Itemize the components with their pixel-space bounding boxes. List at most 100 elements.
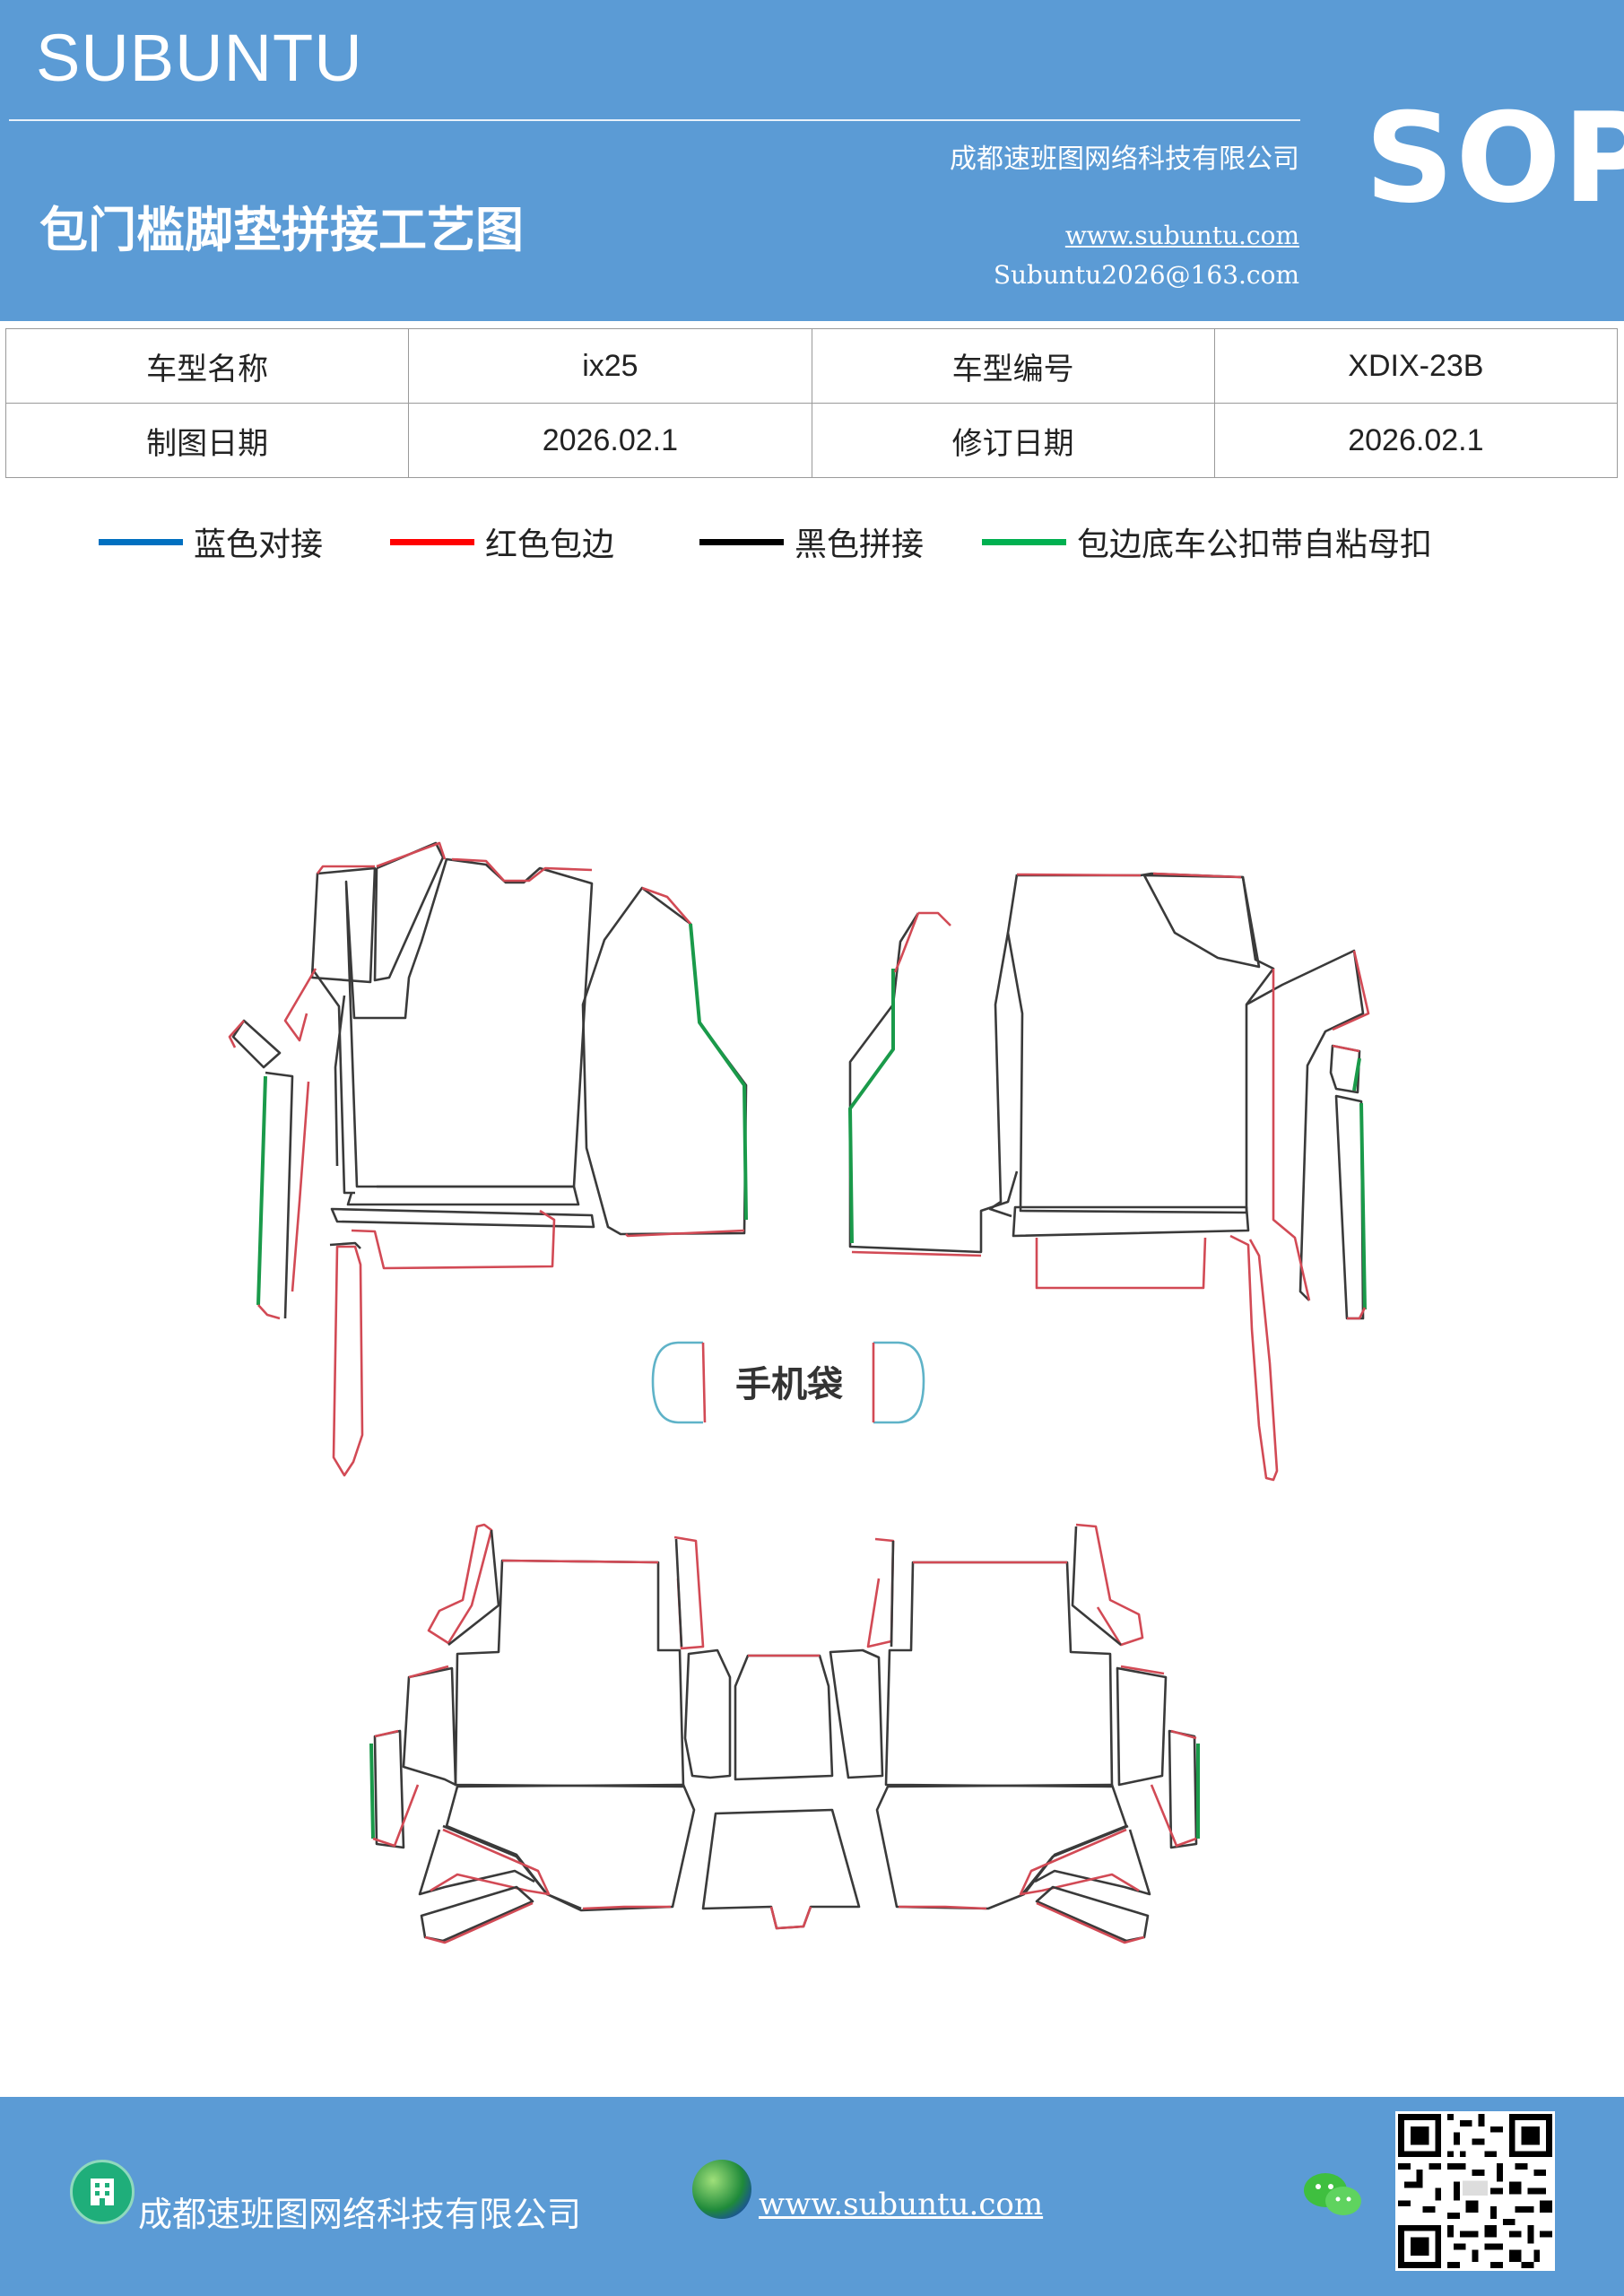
- header-website-link[interactable]: www.subuntu.com: [1064, 221, 1299, 250]
- front-left-lower-line: [329, 1241, 361, 1249]
- front-right-outer-flare: [848, 912, 1019, 1254]
- rear-left-side-strip: [373, 1729, 405, 1849]
- header: SUBUNTU 包门槛脚垫拼接工艺图 成都速班图网络科技有限公司 www.sub…: [0, 0, 1624, 321]
- rear-left-outboard: [402, 1666, 457, 1787]
- rear-right-corner-piece: [1075, 1523, 1144, 1647]
- front-left-edge: [316, 865, 375, 874]
- rear-right-side-strip: [1168, 1729, 1198, 1849]
- rear-center-right-strip: [829, 1648, 884, 1779]
- phone-pocket-label: 手机袋: [735, 1364, 843, 1405]
- qr-code[interactable]: [1395, 2111, 1555, 2271]
- front-left-edge: [451, 857, 593, 883]
- front-left-inner-line: [310, 968, 355, 1195]
- legend-item-red: 红色包边: [390, 518, 614, 565]
- front-left-side-edge: [283, 968, 317, 1042]
- rear-right-tray-edge: [899, 1905, 987, 1910]
- rear-right-main-panel: [884, 1561, 1114, 1788]
- header-email[interactable]: Subuntu2026@163.com: [993, 260, 1299, 290]
- phone-pocket-right: [873, 1341, 925, 1424]
- footer-company: 成都速班图网络科技有限公司: [138, 2195, 582, 2234]
- sop-badge: SOP: [1365, 86, 1624, 230]
- rear-right-low-piece: [1035, 1885, 1150, 1943]
- brand-logo: SUBUNTU: [36, 21, 363, 95]
- legend-label: 包边底车公扣带自粘母扣: [1077, 526, 1433, 563]
- header-company: 成都速班图网络科技有限公司: [950, 144, 1299, 175]
- front-left-outer-flare: [581, 886, 748, 1236]
- draw-date-value: 2026.02.1: [408, 403, 812, 478]
- document-title: 包门槛脚垫拼接工艺图: [39, 201, 524, 258]
- legend-label: 红色包边: [485, 526, 615, 563]
- rear-left-side-edge: [374, 1729, 399, 1738]
- legend-swatch: [390, 538, 474, 545]
- rear-left-side-edge: [372, 1784, 420, 1848]
- color-legend: 蓝色对接 红色包边 黑色拼接 包边底车公扣带自粘母扣: [99, 518, 1533, 581]
- rear-left-side-clip: [369, 1743, 375, 1839]
- revise-date-label: 修订日期: [811, 403, 1215, 478]
- front-left-rail: [265, 1071, 294, 1319]
- front-right-side-edge: [1332, 950, 1370, 1031]
- legend-label: 蓝色对接: [194, 526, 324, 563]
- front-left-upper-block: [310, 866, 377, 984]
- front-right-inner-line: [988, 932, 1012, 1218]
- front-right-flare-edge: [893, 912, 920, 973]
- front-right-main-panel: [1006, 872, 1275, 1214]
- front-left-flare-edge: [641, 886, 691, 925]
- wechat-icon[interactable]: [1302, 2169, 1365, 2222]
- rear-right-center-tab: [866, 1537, 895, 1648]
- legend-swatch: [99, 538, 183, 545]
- rear-left-main-edge: [501, 1559, 659, 1564]
- front-right-edge: [1152, 872, 1242, 879]
- phone-pocket-group: 手机袋: [651, 1341, 925, 1424]
- rear-center-tunnel-edge: [769, 1906, 812, 1930]
- model-code-label: 车型编号: [811, 328, 1215, 404]
- front-left-rail-edge: [257, 1304, 281, 1320]
- rear-center-left-strip: [683, 1648, 732, 1779]
- rear-right-low-edge: [1036, 1901, 1145, 1944]
- rear-center-panel: [734, 1654, 834, 1781]
- rear-left-center-tab-line: [674, 1538, 683, 1648]
- front-left-tab-edge: [228, 1020, 245, 1048]
- rear-left-wheel-arch: [418, 1829, 535, 1896]
- front-left-main-panel: [344, 857, 594, 1188]
- rear-left-outboard-edge: [408, 1665, 449, 1679]
- front-left-small-tab: [231, 1019, 282, 1069]
- model-code-value: XDIX-23B: [1213, 328, 1619, 404]
- front-right-rail-clip: [1359, 1102, 1367, 1310]
- rear-right-wheel-arch: [1034, 1829, 1151, 1896]
- front-left-edge: [376, 841, 447, 868]
- front-right-rail: [1334, 1094, 1365, 1320]
- rear-left-tray-edge: [582, 1905, 671, 1910]
- rear-right-tray-line: [1020, 1824, 1129, 1895]
- front-left-lower-edge: [351, 1209, 556, 1270]
- front-right-tab-clip: [1352, 1057, 1361, 1091]
- front-left-sill-pad: [332, 1245, 364, 1477]
- legend-item-green: 包边底车公扣带自粘母扣: [982, 518, 1432, 565]
- front-right-upper-block: [1142, 874, 1261, 969]
- front-left-side-edge: [291, 1081, 310, 1292]
- legend-item-blue: 蓝色对接: [99, 518, 323, 565]
- footer: 成都速班图网络科技有限公司 www.subuntu.com: [0, 2097, 1624, 2296]
- vehicle-info-table: 车型名称 ix25 车型编号 XDIX-23B 制图日期 2026.02.1 修…: [4, 328, 1619, 478]
- legend-swatch: [982, 538, 1066, 545]
- rear-center-tunnel-pad: [701, 1808, 861, 1930]
- front-right-sill-pad: [1229, 1234, 1279, 1482]
- rear-left-tray: [445, 1783, 696, 1912]
- rear-left-corner-piece: [427, 1523, 493, 1645]
- front-right-mat-group: [848, 872, 1370, 1482]
- front-right-sill-strip: [1012, 1205, 1250, 1238]
- table-row: 制图日期 2026.02.1 修订日期 2026.02.1: [4, 403, 1619, 478]
- front-left-side-line: [334, 995, 346, 1167]
- legend-label: 黑色拼接: [795, 526, 925, 563]
- front-left-flare-edge: [625, 1229, 745, 1238]
- draw-date-label: 制图日期: [4, 403, 410, 478]
- model-name-value: ix25: [408, 328, 812, 404]
- phone-pocket-left: [651, 1341, 703, 1424]
- footer-website-link[interactable]: www.subuntu.com: [759, 2187, 1044, 2222]
- floor-mat-drawing: 手机袋: [228, 841, 1370, 1944]
- rear-left-tray-line: [442, 1824, 582, 1910]
- front-left-sill-strip: [330, 1207, 595, 1229]
- phone-pocket-left-edge: [701, 1342, 707, 1423]
- rear-right-corner-line: [1071, 1526, 1122, 1647]
- front-right-side-edge: [1272, 969, 1311, 1301]
- front-right-side-panel: [1246, 949, 1365, 1301]
